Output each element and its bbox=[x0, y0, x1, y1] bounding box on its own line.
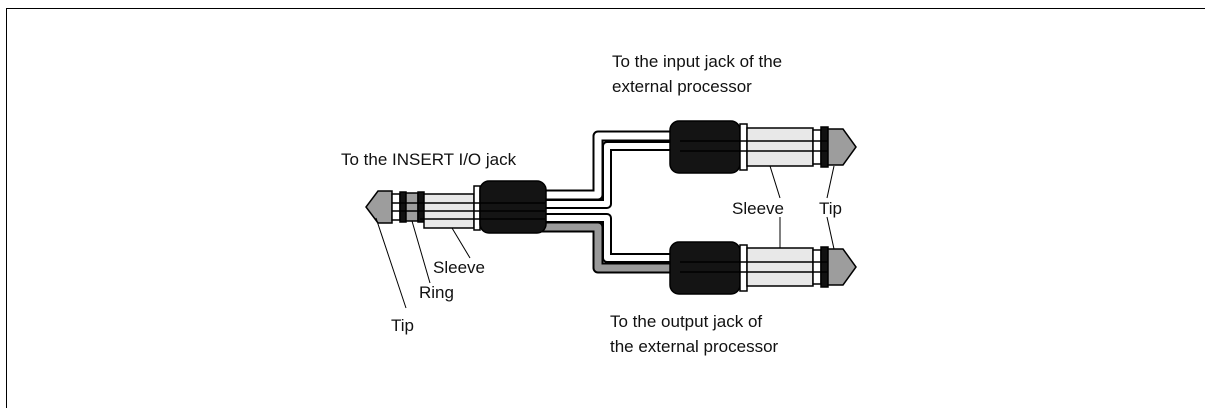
trs-insulator-2 bbox=[417, 191, 425, 223]
leader-trs-ring bbox=[411, 220, 431, 284]
diagram-frame bbox=[6, 8, 1205, 408]
ts-input-ring-band bbox=[812, 129, 822, 165]
cable-wires bbox=[540, 130, 680, 274]
output-jack-label-line2: the external processor bbox=[610, 337, 779, 356]
ts-input-insulator bbox=[820, 126, 829, 168]
ts-input-collar bbox=[739, 123, 748, 171]
ts-input-body bbox=[669, 120, 741, 174]
trs-ring-label: Ring bbox=[419, 283, 454, 302]
input-jack-label-line2: external processor bbox=[612, 77, 752, 96]
ts-sleeve-label: Sleeve bbox=[732, 199, 784, 218]
trs-ring bbox=[405, 192, 419, 222]
input-jack-label-line1: To the input jack of the bbox=[612, 52, 782, 71]
leader-ts-tip-bottom bbox=[826, 216, 835, 250]
trs-insulator bbox=[399, 191, 407, 223]
output-jack-label-line1: To the output jack of bbox=[610, 312, 762, 331]
ts-output-ring-band bbox=[812, 249, 822, 285]
trs-collar bbox=[473, 185, 481, 231]
ts-plug-input bbox=[669, 120, 857, 174]
ts-output-sleeve bbox=[746, 247, 814, 287]
trs-body bbox=[479, 180, 547, 234]
ts-tip-label: Tip bbox=[819, 199, 842, 218]
leader-ts-sleeve-top bbox=[769, 165, 781, 199]
ts-output-tip bbox=[827, 248, 857, 286]
ts-output-body bbox=[669, 241, 741, 295]
leader-ts-tip-top bbox=[826, 165, 835, 199]
trs-tip-label: Tip bbox=[391, 316, 414, 335]
trs-plug bbox=[365, 180, 547, 234]
ts-input-sleeve bbox=[746, 127, 814, 167]
ts-plug-output bbox=[669, 241, 857, 295]
trs-sleeve-label: Sleeve bbox=[433, 258, 485, 277]
leader-trs-sleeve bbox=[451, 227, 471, 259]
trs-tip bbox=[365, 190, 393, 224]
leader-trs-tip bbox=[375, 217, 407, 309]
leader-lines bbox=[375, 165, 835, 309]
ts-output-collar bbox=[739, 244, 748, 292]
ts-input-tip bbox=[827, 128, 857, 166]
insert-jack-label: To the INSERT I/O jack bbox=[341, 150, 517, 169]
trs-tip-band bbox=[391, 193, 401, 221]
ts-output-insulator bbox=[820, 246, 829, 288]
